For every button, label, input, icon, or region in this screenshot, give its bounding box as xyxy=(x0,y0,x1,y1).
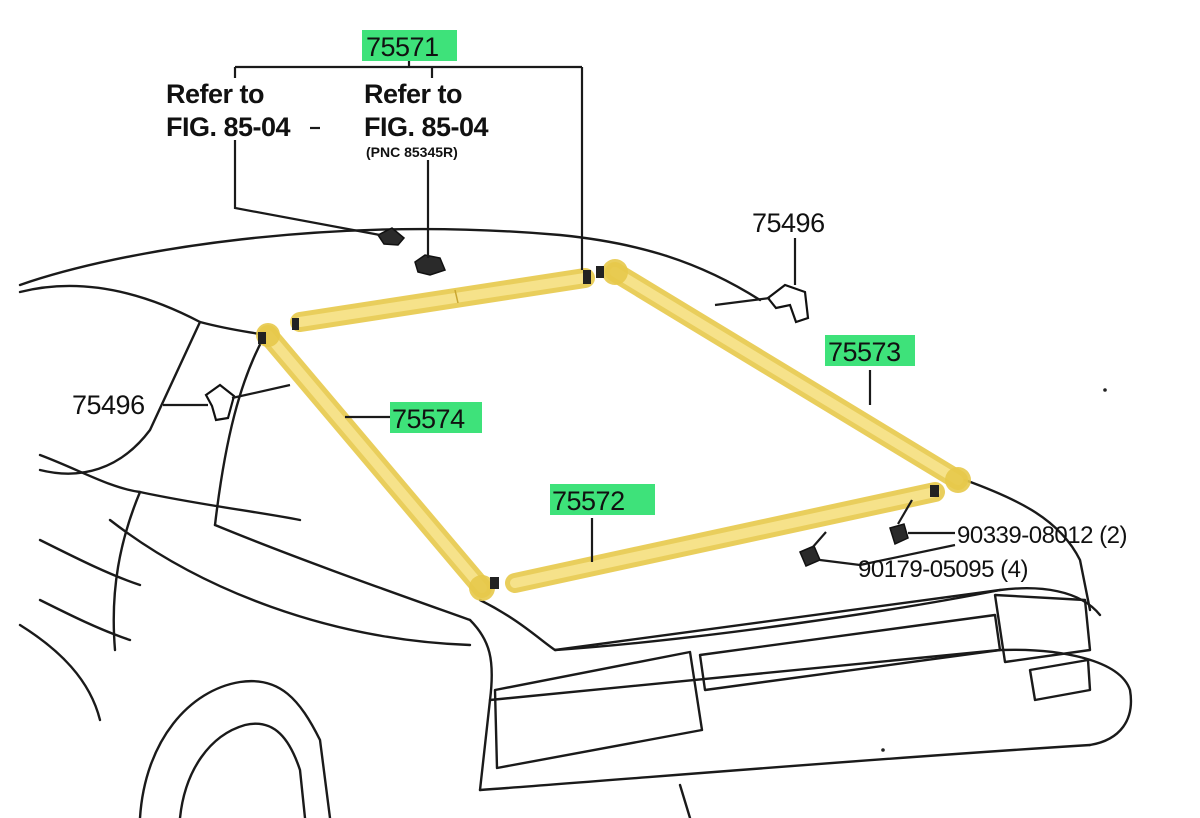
part-number-75496-right[interactable]: 75496 xyxy=(752,208,825,238)
part-number-75571[interactable]: 75571 xyxy=(366,32,439,62)
part-number-75572[interactable]: 75572 xyxy=(552,486,625,516)
highlight-75571 xyxy=(362,30,457,61)
part-number-90339[interactable]: 90339-08012 (2) xyxy=(957,522,1127,549)
refer-left-line1: Refer to xyxy=(166,79,264,109)
rear-window-molding xyxy=(256,259,971,601)
part-number-90179[interactable]: 90179-05095 (4) xyxy=(858,556,1028,583)
refer-right-note: (PNC 85345R) xyxy=(366,144,458,160)
clips-and-nuts xyxy=(204,160,913,567)
refer-right-line1: Refer to xyxy=(364,79,462,109)
leader-lines xyxy=(163,60,956,567)
highlight-75572 xyxy=(550,484,655,515)
part-number-75574[interactable]: 75574 xyxy=(392,404,466,434)
highlight-75573 xyxy=(825,335,915,366)
highlight-75574 xyxy=(390,402,482,433)
part-number-75573[interactable]: 75573 xyxy=(828,337,901,367)
refer-left-line2: FIG. 85-04 xyxy=(166,112,291,142)
car-body-outline xyxy=(18,227,1133,818)
refer-right-line2: FIG. 85-04 xyxy=(364,112,489,142)
part-number-75496-left[interactable]: 75496 xyxy=(72,390,145,420)
